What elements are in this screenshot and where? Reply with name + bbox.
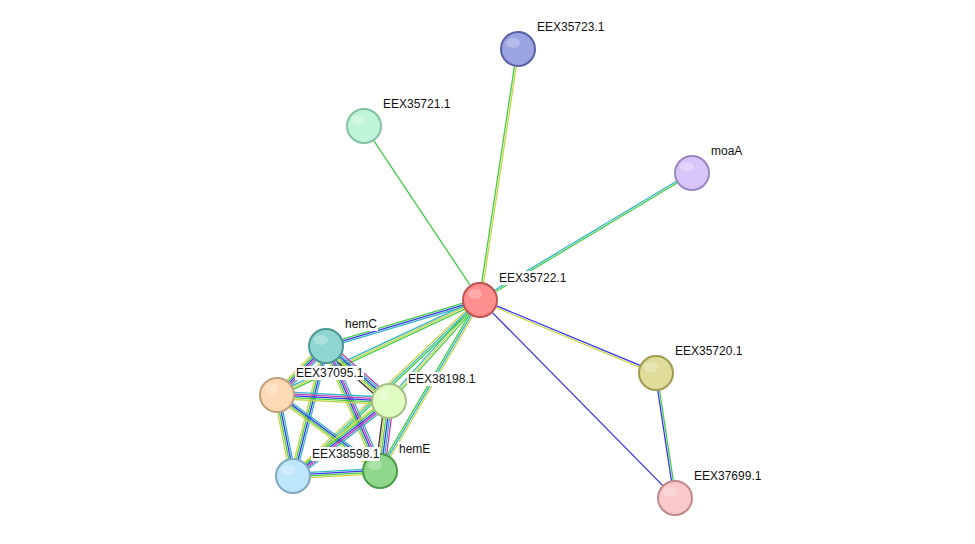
node-circle-shape <box>638 355 674 391</box>
protein-node: EEX35722.1 <box>462 282 498 318</box>
node-circle <box>363 454 397 488</box>
evidence-line <box>659 390 673 481</box>
evidence-line <box>307 313 469 466</box>
node-circle-shape <box>308 328 344 364</box>
node-highlight <box>680 162 694 172</box>
node-label: hemE <box>398 442 431 456</box>
node-circle <box>463 283 497 317</box>
node-circle-shape <box>500 31 536 67</box>
evidence-line <box>278 412 287 460</box>
node-circle <box>309 329 343 363</box>
node-circle-shape <box>674 155 710 191</box>
evidence-line <box>482 66 515 283</box>
node-label: moaA <box>710 144 743 158</box>
node-label: EEX37095.1 <box>295 366 364 380</box>
protein-node: EEX35720.1 <box>638 355 674 391</box>
node-circle-shape <box>462 282 498 318</box>
evidence-line <box>494 181 677 291</box>
node-highlight <box>377 390 391 400</box>
interaction-edge <box>373 140 470 286</box>
node-label: EEX35721.1 <box>382 97 451 111</box>
evidence-line <box>294 400 372 404</box>
node-circle <box>639 356 673 390</box>
node-circle <box>260 378 294 412</box>
protein-node: EEX35721.1 <box>346 108 382 144</box>
protein-node: EEX35723.1 <box>500 31 536 67</box>
node-highlight <box>644 362 658 372</box>
interaction-edge <box>492 312 663 486</box>
interaction-edge <box>342 303 464 343</box>
node-circle <box>276 459 310 493</box>
evidence-line <box>304 310 466 463</box>
evidence-line <box>496 306 641 366</box>
protein-node: EEX37095.1 <box>259 377 295 413</box>
node-label: hemC <box>344 317 378 331</box>
node-highlight <box>368 460 382 470</box>
node-circle <box>658 481 692 515</box>
evidence-line <box>373 140 470 286</box>
evidence-line <box>390 316 473 458</box>
node-highlight <box>506 38 520 48</box>
node-circle <box>501 32 535 66</box>
protein-node: hemC <box>308 328 344 364</box>
node-label: EEX35722.1 <box>498 271 567 285</box>
evidence-line <box>492 312 663 486</box>
node-highlight <box>663 487 677 497</box>
node-circle-shape <box>346 108 382 144</box>
node-circle-shape <box>371 383 407 419</box>
node-circle <box>347 109 381 143</box>
node-highlight <box>352 115 366 125</box>
interaction-edge <box>482 66 517 284</box>
evidence-line <box>658 390 672 481</box>
node-label: EEX35720.1 <box>674 344 743 358</box>
node-circle-shape <box>275 458 311 494</box>
protein-node: EEX38598.1 <box>275 458 311 494</box>
interaction-edge <box>278 411 293 460</box>
evidence-line <box>310 475 363 478</box>
evidence-line <box>495 183 678 293</box>
node-circle-shape <box>657 480 693 516</box>
node-highlight <box>265 384 279 394</box>
node-label: EEX38198.1 <box>407 372 476 386</box>
node-circle-shape <box>259 377 295 413</box>
node-highlight <box>314 335 328 345</box>
node-label: EEX38598.1 <box>311 447 380 461</box>
interaction-edge <box>294 392 372 403</box>
interaction-edge <box>658 390 674 482</box>
evidence-line <box>483 66 516 283</box>
evidence-line <box>305 312 467 465</box>
interaction-edge <box>495 306 640 368</box>
interaction-edge <box>304 310 469 465</box>
node-label: EEX37699.1 <box>693 469 762 483</box>
protein-node: EEX37699.1 <box>657 480 693 516</box>
evidence-line <box>279 412 288 460</box>
node-label: EEX35723.1 <box>536 20 605 34</box>
node-circle <box>675 156 709 190</box>
protein-node: moaA <box>674 155 710 191</box>
node-circle <box>372 384 406 418</box>
interaction-edge <box>310 469 363 477</box>
node-highlight <box>468 289 482 299</box>
protein-node: EEX38198.1 <box>371 383 407 419</box>
node-highlight <box>281 465 295 475</box>
interaction-edge <box>494 181 678 292</box>
